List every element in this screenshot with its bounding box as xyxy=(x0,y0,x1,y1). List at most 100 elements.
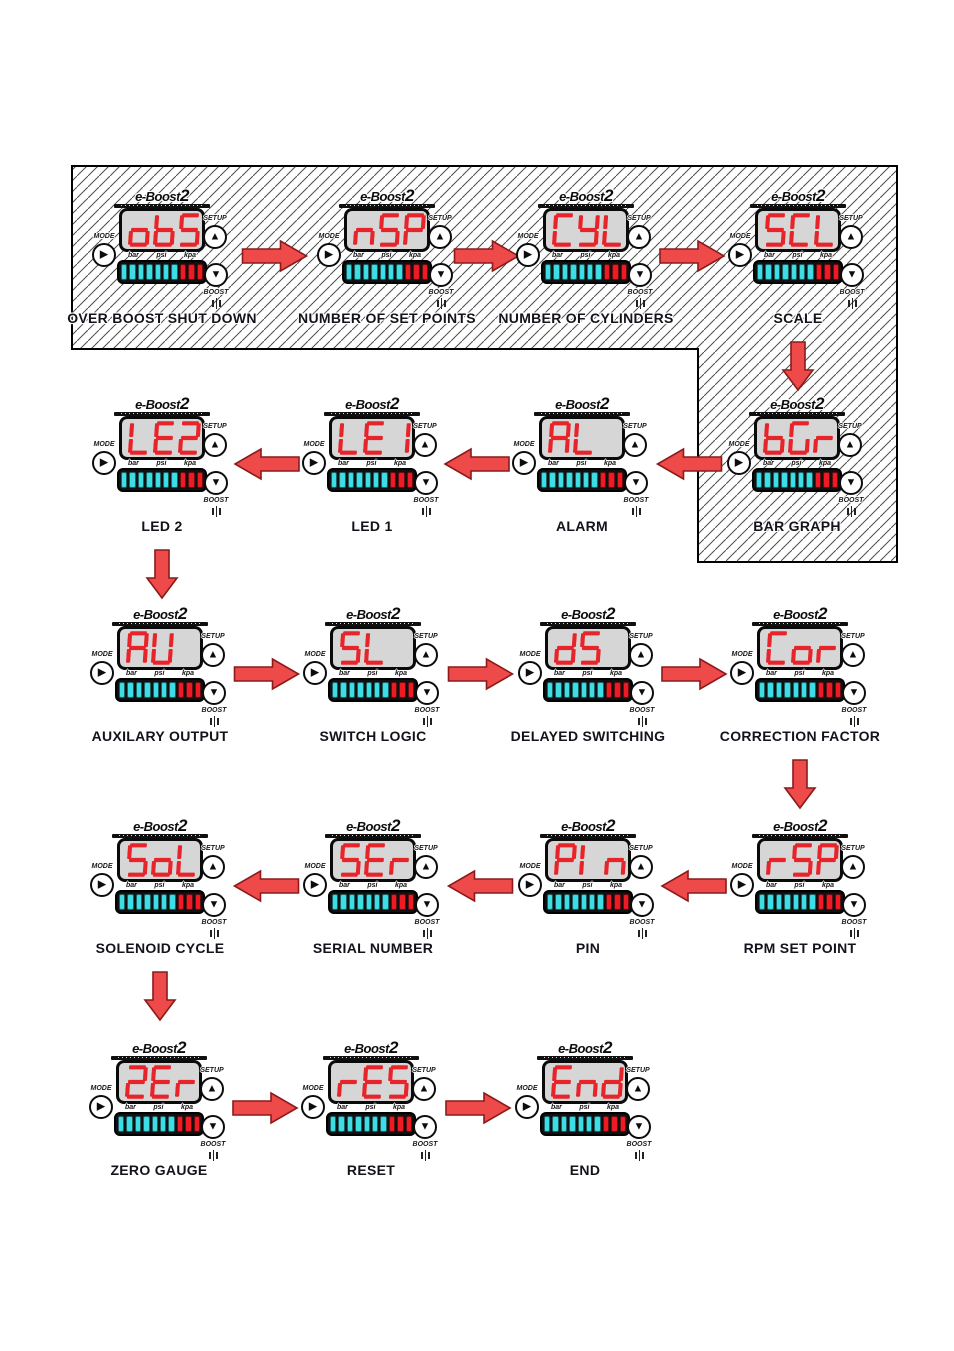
flow-arrow-ds-to-cor xyxy=(661,657,728,691)
mode-button: ▶ xyxy=(518,873,542,897)
unit-bar: bar xyxy=(337,1104,348,1111)
bargraph-segment xyxy=(121,264,128,280)
bargraph-segment xyxy=(371,264,378,280)
seven-segment-char xyxy=(578,845,586,875)
device-label: NUMBER OF SET POINTS xyxy=(298,310,476,326)
flow-arrow-le2-to-au xyxy=(145,549,179,600)
boost-bargraph xyxy=(117,260,207,284)
device-cor: e-Boost2 MODE ▶ bar psi kpa SETUP ▲ ▼ BO… xyxy=(720,605,880,750)
bargraph-segment xyxy=(379,264,387,280)
play-icon: ▶ xyxy=(737,666,747,678)
boost-bargraph xyxy=(114,1112,204,1136)
boost-down-button: ▼ xyxy=(627,1115,651,1139)
device-rsp: e-Boost2 MODE ▶ bar psi kpa SETUP ▲ ▼ BO… xyxy=(725,817,875,962)
device-res: e-Boost2 MODE ▶ bar psi kpa SETUP ▲ ▼ BO… xyxy=(296,1039,446,1184)
bargraph-segment xyxy=(188,472,195,488)
boost-button-label: BOOST xyxy=(201,707,227,714)
bargraph-segment xyxy=(599,472,607,488)
seven-segment-char xyxy=(765,857,786,875)
bargraph-segment xyxy=(572,682,579,698)
bargraph-segment xyxy=(339,472,346,488)
eboost2-logo: e-Boost2 xyxy=(511,187,661,210)
bargraph-segment xyxy=(118,1116,125,1132)
boost-bargraph xyxy=(328,890,418,914)
bargraph-segment xyxy=(196,264,204,280)
bargraph-segment xyxy=(331,472,338,488)
down-arrow-icon: ▼ xyxy=(207,1120,219,1132)
eboost2-logo: e-Boost2 xyxy=(298,605,448,628)
unit-labels: bar psi kpa xyxy=(328,1104,414,1112)
bargraph-segment xyxy=(347,472,355,488)
boost-button-label: BOOST xyxy=(413,497,439,504)
lcd-7segment-text xyxy=(119,1063,199,1099)
bargraph-segment xyxy=(782,264,789,280)
down-arrow-icon: ▼ xyxy=(210,476,222,488)
bargraph-segment xyxy=(135,894,143,910)
setup-button-label: SETUP xyxy=(412,1067,436,1074)
unit-psi: psi xyxy=(381,252,392,259)
seven-segment-char xyxy=(404,423,411,453)
bargraph-segment xyxy=(561,264,569,280)
mode-button-label: MODE xyxy=(93,233,115,240)
logo-banner xyxy=(112,834,208,838)
unit-psi: psi xyxy=(365,1104,376,1111)
bargraph-segment xyxy=(397,1116,404,1132)
bargraph-segment xyxy=(620,264,628,280)
setup-up-button: ▲ xyxy=(839,225,863,249)
bargraph-segment xyxy=(152,682,160,698)
bargraph-segment xyxy=(580,894,588,910)
bargraph-segment xyxy=(547,894,554,910)
bargraph-segment xyxy=(826,894,833,910)
bargraph-segment xyxy=(790,264,798,280)
bargraph-segment xyxy=(421,264,429,280)
bargraph-segment xyxy=(799,264,806,280)
flow-arrow-au-to-sl xyxy=(233,657,301,691)
bargraph-segment xyxy=(834,894,842,910)
device-label: LED 2 xyxy=(141,518,183,534)
unit-labels: bar psi kpa xyxy=(545,882,631,890)
bargraph-segment xyxy=(572,894,579,910)
device-label: SOLENOID CYCLE xyxy=(95,940,225,956)
bargraph-segment xyxy=(194,682,202,698)
device-label: DELAYED SWITCHING xyxy=(510,728,666,744)
device-label: BAR GRAPH xyxy=(753,518,841,534)
unit-psi: psi xyxy=(792,252,803,259)
device-obs: e-Boost2 MODE ▶ bar psi kpa SETUP ▲ ▼ BO… xyxy=(67,187,256,332)
up-arrow-icon: ▲ xyxy=(632,1082,644,1094)
bargraph-segment xyxy=(129,264,136,280)
seven-segment-char xyxy=(815,843,839,875)
boost-button-label: BOOST xyxy=(414,707,440,714)
bargraph-segment xyxy=(388,264,395,280)
down-arrow-icon: ▼ xyxy=(848,898,860,910)
down-arrow-icon: ▼ xyxy=(845,476,857,488)
seven-segment-char xyxy=(361,1065,383,1099)
bargraph-segment xyxy=(388,1116,396,1132)
bargraph-segment xyxy=(541,472,548,488)
lcd-7segment-text xyxy=(120,629,200,665)
eboost2-logo: e-Boost2 xyxy=(725,817,875,840)
flow-arrow-cyl-to-scl xyxy=(659,239,726,273)
setup-up-button: ▲ xyxy=(201,855,225,879)
bargraph-segment xyxy=(332,894,339,910)
unit-kpa: kpa xyxy=(392,1104,405,1111)
logo-text: e-Boost2 xyxy=(558,1038,612,1057)
unit-kpa: kpa xyxy=(606,1104,619,1111)
seven-segment-char xyxy=(553,843,577,875)
flow-arrow-cor-to-rsp xyxy=(783,759,817,810)
device-label: ZERO GAUGE xyxy=(110,1162,208,1178)
bargraph-segment xyxy=(566,472,573,488)
unit-bar: bar xyxy=(125,1104,136,1111)
unit-bar: bar xyxy=(338,460,349,467)
unit-psi: psi xyxy=(579,1104,590,1111)
boost-down-button: ▼ xyxy=(413,1115,437,1139)
lcd-7segment-text xyxy=(120,841,200,877)
wire-harness-icon xyxy=(421,928,434,939)
bargraph-segment xyxy=(817,682,825,698)
logo-banner xyxy=(749,412,845,416)
seven-segment-char xyxy=(402,213,426,245)
bargraph-segment xyxy=(587,264,594,280)
bargraph-segment xyxy=(781,472,788,488)
bargraph-segment xyxy=(602,1116,610,1132)
flow-arrow-rsp-to-pin xyxy=(660,869,727,903)
setup-button-label: SETUP xyxy=(623,423,647,430)
